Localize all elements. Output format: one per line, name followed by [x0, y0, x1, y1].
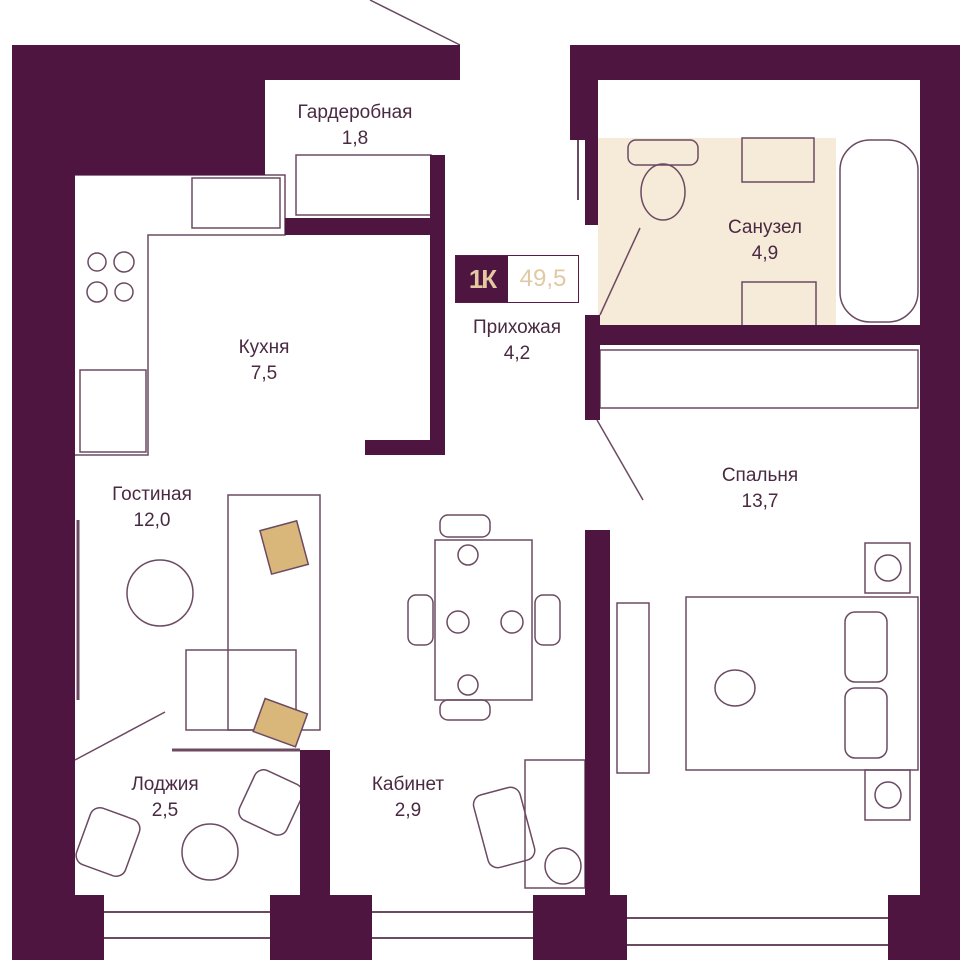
lamp-icon [544, 847, 582, 885]
room-label-bathroom: Санузел 4,9 [728, 215, 802, 267]
room-area: 4,2 [503, 343, 531, 364]
stove-burner [87, 252, 107, 272]
bedroom-door [596, 419, 644, 501]
total-area: 49,5 [519, 265, 567, 292]
loggia-door [74, 711, 166, 761]
room-area: 4,9 [751, 243, 779, 264]
room-name: Прихожая [472, 317, 562, 338]
toilet-tank [627, 139, 699, 166]
room-name: Санузел [727, 217, 803, 238]
chair [534, 594, 561, 646]
room-area: 2,9 [394, 800, 422, 821]
room-name: Гостиная [112, 484, 192, 505]
room-name: Гардеробная [297, 102, 413, 123]
nightstand-icon [864, 542, 911, 594]
room-name: Спальня [721, 465, 799, 486]
room-area: 2,5 [151, 800, 179, 821]
room-label-wardrobe: Гардеробная 1,8 [298, 100, 413, 152]
chair [439, 699, 491, 721]
tv-stand-icon [616, 602, 650, 774]
room-area: 12,0 [133, 510, 171, 531]
bathroom-door [599, 227, 641, 316]
room-area: 1,8 [341, 128, 369, 149]
room-label-hallway: Прихожая 4,2 [473, 315, 561, 367]
wardrobe-rail [295, 154, 432, 216]
room-area: 13,7 [741, 491, 779, 512]
chair [439, 514, 491, 538]
fridge-icon [79, 369, 147, 453]
office-chair-icon [472, 786, 536, 869]
dining-table-icon [434, 539, 533, 701]
sofa-chaise [185, 649, 297, 731]
pillow [252, 697, 309, 748]
desk-icon [524, 759, 586, 889]
room-label-living: Гостиная 12,0 [112, 482, 192, 534]
sink-icon [191, 177, 281, 229]
cat-icon [714, 669, 756, 707]
bedroom-wardrobe [599, 349, 919, 409]
toilet-icon [640, 163, 686, 221]
apartment-type: 1К [456, 256, 508, 302]
armchair-icon [238, 769, 304, 836]
room-label-bedroom: Спальня 13,7 [722, 463, 798, 515]
windows [104, 90, 888, 946]
walls [12, 45, 960, 960]
room-label-kitchen: Кухня 7,5 [239, 335, 290, 387]
armchair-icon [75, 806, 141, 878]
room-area: 7,5 [250, 363, 278, 384]
pillow [844, 611, 888, 683]
room-name: Кухня [238, 337, 290, 358]
entry-door [369, 0, 461, 46]
room-name: Кабинет [371, 774, 445, 795]
room-label-loggia: Лоджия 2,5 [131, 772, 198, 824]
furniture [74, 0, 919, 946]
room-label-study: Кабинет 2,9 [372, 772, 444, 824]
pillow [259, 519, 310, 576]
room-name: Лоджия [131, 774, 199, 795]
chair [407, 594, 434, 646]
side-table-icon [181, 823, 239, 881]
bathtub-icon [839, 139, 919, 323]
coffee-table-icon [126, 559, 194, 627]
washbasin-icon [741, 137, 815, 183]
nightstand-icon [864, 769, 911, 821]
apartment-badge: 1К 49,5 [455, 255, 579, 303]
pillow [844, 687, 888, 759]
bed-icon [685, 596, 919, 771]
kitchen-counter [75, 174, 286, 456]
